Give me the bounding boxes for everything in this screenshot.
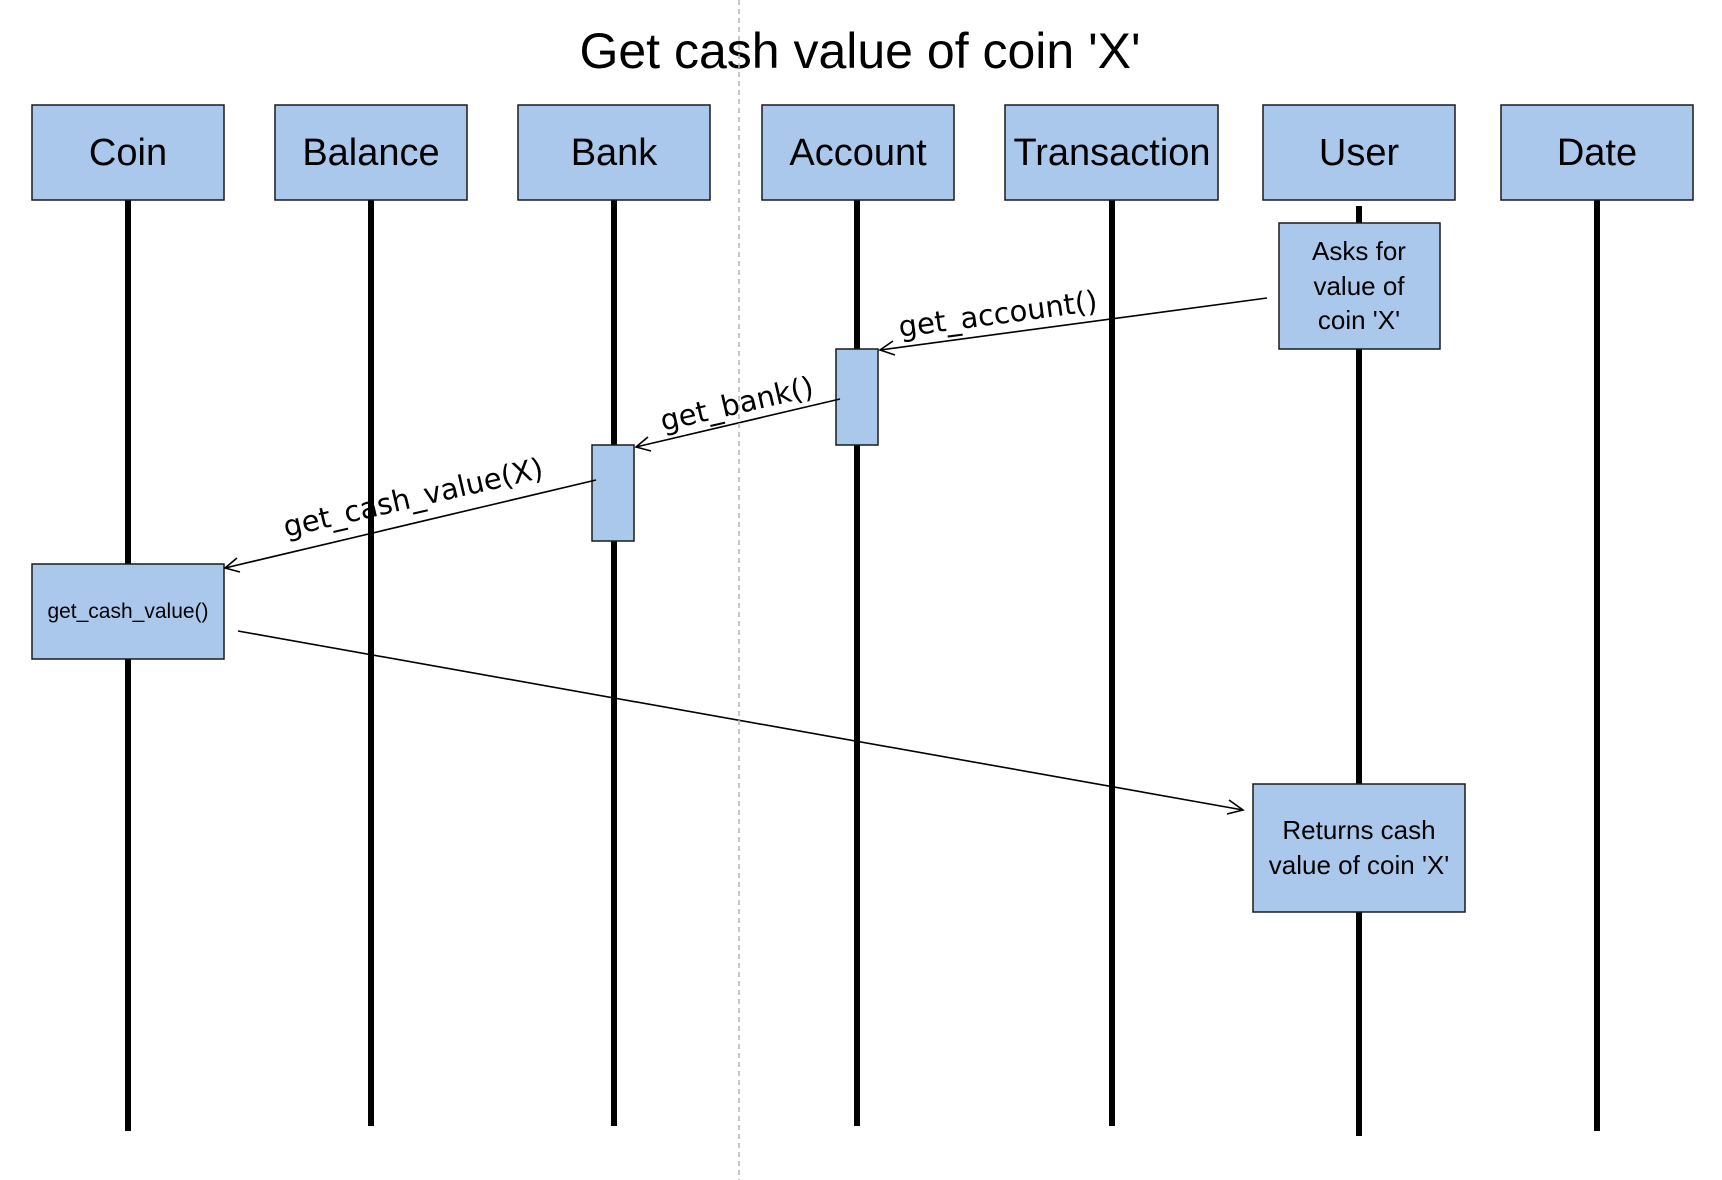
arrowhead-get-account (878, 340, 896, 356)
actor-coin: Coin (31, 104, 225, 201)
actor-label-account: Account (789, 132, 927, 174)
actor-balance: Balance (274, 104, 468, 201)
actor-label-coin: Coin (89, 132, 167, 174)
note-user-request-line-3: coin 'X' (1318, 305, 1400, 335)
note-coin-activation: get_cash_value() (31, 563, 225, 660)
message-get-cash-value-x: get_cash_value(X) (223, 451, 597, 573)
actor-label-date: Date (1557, 132, 1637, 174)
note-coin-activation-label: get_cash_value() (47, 600, 208, 623)
actor-label-transaction: Transaction (1013, 132, 1210, 174)
message-return-cash-value (237, 630, 1245, 815)
actor-label-user: User (1319, 132, 1400, 174)
actor-bank: Bank (517, 104, 711, 201)
note-user-request: Asks for value of coin 'X' (1278, 222, 1441, 350)
message-label-get-cash-value-x: get_cash_value(X) (280, 451, 546, 544)
actor-date: Date (1500, 104, 1694, 201)
note-user-result: Returns cash value of coin 'X' (1252, 783, 1466, 913)
note-user-result-line-2: value of coin 'X' (1269, 850, 1449, 880)
actor-transaction: Transaction (1004, 104, 1219, 201)
note-user-request-line-1: Asks for (1312, 236, 1406, 266)
actor-label-balance: Balance (302, 132, 439, 174)
diagram-title: Get cash value of coin 'X' (579, 23, 1140, 79)
message-get-account: get_account() (878, 284, 1268, 356)
note-user-request-line-2: value of (1313, 271, 1405, 301)
message-label-get-bank: get_bank() (657, 370, 817, 438)
arrowhead-get-bank (634, 436, 652, 452)
message-get-bank: get_bank() (634, 370, 841, 452)
actor-user: User (1262, 104, 1456, 201)
actor-account: Account (761, 104, 955, 201)
activation-bar-bank (591, 444, 635, 542)
activation-bar-account (835, 348, 879, 446)
actor-label-bank: Bank (571, 132, 659, 174)
arrowhead-return-cash-value (1226, 799, 1245, 815)
note-user-result-line-1: Returns cash (1282, 815, 1435, 845)
arrowhead-get-cash-value-x (223, 557, 241, 573)
